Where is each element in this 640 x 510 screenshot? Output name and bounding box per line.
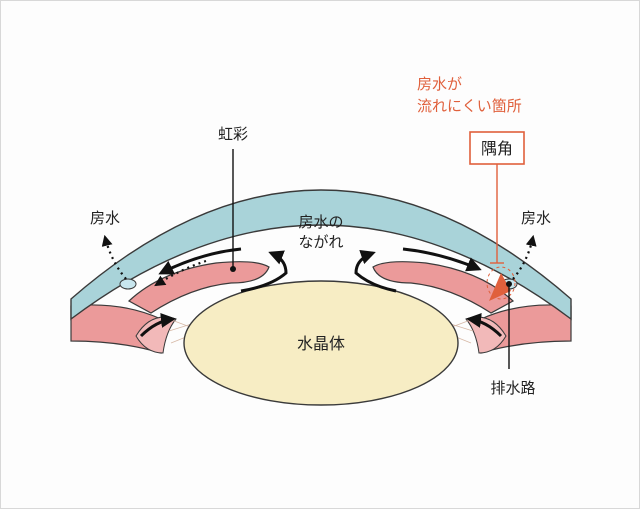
angle-dashed-circle [486, 266, 516, 300]
lens [183, 280, 459, 406]
label-lens: 水晶体 [297, 334, 345, 353]
angle-callout-box [469, 131, 525, 165]
iris-left [127, 261, 270, 314]
cornea [70, 189, 572, 321]
label-drainage: 排水路 [490, 379, 535, 397]
label-note-line2: 流れにくい箇所 [417, 97, 522, 115]
drain-arrows [101, 234, 537, 287]
angle-highlight [489, 273, 511, 301]
drainage-leader-dot [506, 281, 512, 287]
label-iris: 虹彩 [218, 125, 248, 143]
label-flow-line1: 房水の [298, 213, 343, 231]
iris-leader-dot [230, 266, 236, 272]
label-note-line1: 房水が [417, 75, 462, 93]
label-angle: 隅角 [481, 139, 513, 158]
label-aqueous-left: 房水 [90, 209, 120, 227]
iris-right [372, 261, 515, 314]
label-flow-line2: ながれ [298, 233, 343, 251]
label-aqueous-right: 房水 [521, 209, 551, 227]
drain-left [119, 278, 137, 290]
